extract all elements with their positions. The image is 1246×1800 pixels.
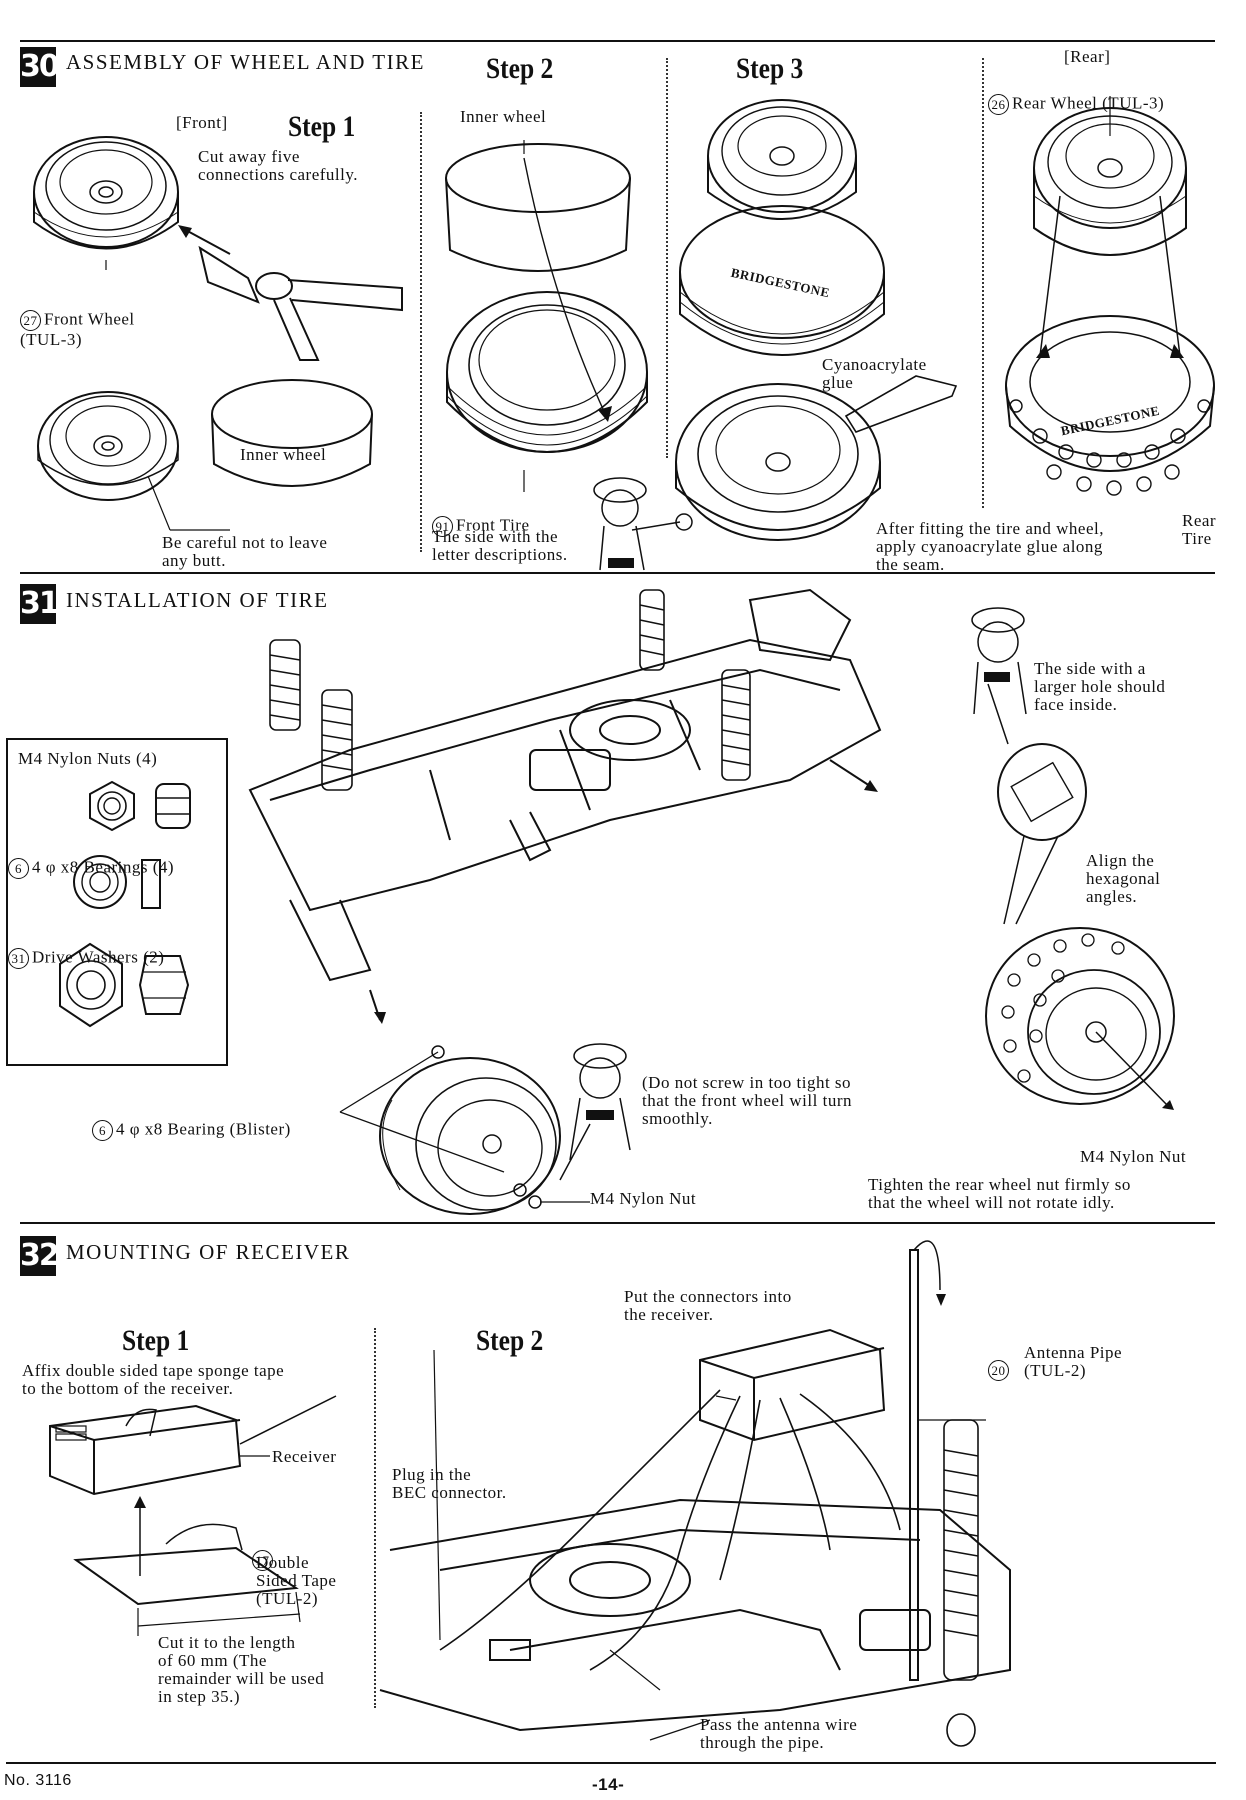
section-30-number: 30 <box>20 47 60 87</box>
part-number-27: 27 <box>20 310 41 331</box>
screw-note: (Do not screw in too tight so that the f… <box>642 1073 852 1128</box>
receiver-tape-illustration <box>49 1395 337 1636</box>
section-32-rule <box>20 1222 1215 1224</box>
tape-cut-note: Cut it to the length of 60 mm (The remai… <box>158 1633 325 1706</box>
part-number-91: 91 <box>432 516 453 537</box>
align-note: Align the hexagonal angles. <box>1086 851 1161 906</box>
part-number-17: 17 <box>252 1550 273 1571</box>
part-number-6a: 6 <box>8 858 29 879</box>
parts-washers-text: Drive Washers (2) <box>32 947 165 967</box>
section-32-title: MOUNTING OF RECEIVER <box>66 1240 351 1264</box>
receiver-label: Receiver <box>272 1447 337 1466</box>
parts-nuts: M4 Nylon Nuts (4) <box>18 749 158 768</box>
part-number-26: 26 <box>988 94 1009 115</box>
front-label: [Front] <box>176 113 228 132</box>
pass-antenna-note: Pass the antenna wire through the pipe. <box>700 1715 858 1752</box>
mascot-figure-31-front <box>559 1043 631 1181</box>
divider-32 <box>374 1328 376 1708</box>
rear-wheel-31-illustration <box>985 927 1175 1110</box>
section-30-title: ASSEMBLY OF WHEEL AND TIRE <box>66 50 425 74</box>
parts-icons <box>59 780 191 1028</box>
parts-bearings-text: 4 φ x8 Bearings (4) <box>32 857 175 877</box>
inner-wheel-label-b: Inner wheel <box>460 107 547 126</box>
part-number-31: 31 <box>8 948 29 969</box>
mascot-figure-30 <box>593 477 693 571</box>
rear-wheel-tire-illustration <box>1005 96 1215 496</box>
divider-30-c <box>982 58 984 508</box>
bearing-leaders <box>339 1051 505 1173</box>
part-number-20: 20 <box>988 1360 1009 1381</box>
mascot-figure-31-right <box>971 607 1027 745</box>
front-tire-text: Front Tire <box>456 515 530 535</box>
tape-text: Double Sided Tape (TUL-2) <box>256 1553 337 1608</box>
page-number: -14- <box>592 1775 625 1794</box>
seam-note: After fitting the tire and wheel, apply … <box>876 519 1104 574</box>
step2-illustration <box>445 140 648 492</box>
tighten-note: Tighten the rear wheel nut firmly so tha… <box>868 1175 1131 1212</box>
front-wheel-illustration <box>33 136 403 361</box>
section-31-number: 31 <box>20 584 60 624</box>
top-rule <box>20 40 1215 42</box>
document-number: No. 3116 <box>4 1772 72 1789</box>
m4-nut-front: M4 Nylon Nut <box>590 1189 697 1208</box>
step3-label-30: Step 3 <box>736 52 804 85</box>
divider-30-b <box>666 58 668 458</box>
rear-label: [Rear] <box>1064 47 1111 66</box>
step3-illustration <box>675 99 958 541</box>
hex-callout <box>997 743 1087 925</box>
bec-note: Plug in the BEC connector. <box>392 1465 507 1502</box>
front-wheel-31-illustration <box>379 1045 590 1215</box>
front-wheel-text: Front Wheel (TUL-3) <box>20 309 135 349</box>
step2-label-32: Step 2 <box>476 1324 544 1357</box>
section-32-number: 32 <box>20 1236 60 1276</box>
butt-note: Be careful not to leave any butt. <box>162 533 328 570</box>
rear-tire-label: Rear Tire <box>1182 511 1217 548</box>
section-31-title: INSTALLATION OF TIRE <box>66 588 329 612</box>
hole-note: The side with a larger hole should face … <box>1034 659 1166 714</box>
section-31-rule <box>20 572 1215 574</box>
part-number-6b: 6 <box>92 1120 113 1141</box>
step2-label-30: Step 2 <box>486 52 554 85</box>
step1-label-32: Step 1 <box>122 1324 190 1357</box>
divider-30-a <box>420 112 422 552</box>
connectors-note: Put the connectors into the receiver. <box>624 1287 792 1324</box>
cut-connections-note: Cut away five connections carefully. <box>198 147 358 184</box>
antenna-label: 20 <box>988 1342 1012 1381</box>
letter-side-note: The side with the letter descriptions. <box>432 527 568 564</box>
chassis-illustration <box>248 588 882 1024</box>
inner-wheel-label-a: Inner wheel <box>240 445 327 464</box>
m4-nut-rear: M4 Nylon Nut <box>1080 1147 1187 1166</box>
bottom-rule <box>6 1762 1216 1764</box>
glue-label: Cyanoacrylate glue <box>822 355 927 392</box>
antenna-text: Antenna Pipe (TUL-2) <box>1024 1343 1123 1380</box>
front-wheel-inner-illustration <box>37 379 373 531</box>
parts-box <box>6 738 228 1066</box>
receiver-mounting-illustration <box>379 1240 1011 1747</box>
affix-note: Affix double sided tape sponge tape to t… <box>22 1361 285 1398</box>
step1-label-30: Step 1 <box>288 110 356 143</box>
tape-label: 17 <box>252 1532 276 1571</box>
bearing-blister-text: 4 φ x8 Bearing (Blister) <box>116 1119 291 1139</box>
